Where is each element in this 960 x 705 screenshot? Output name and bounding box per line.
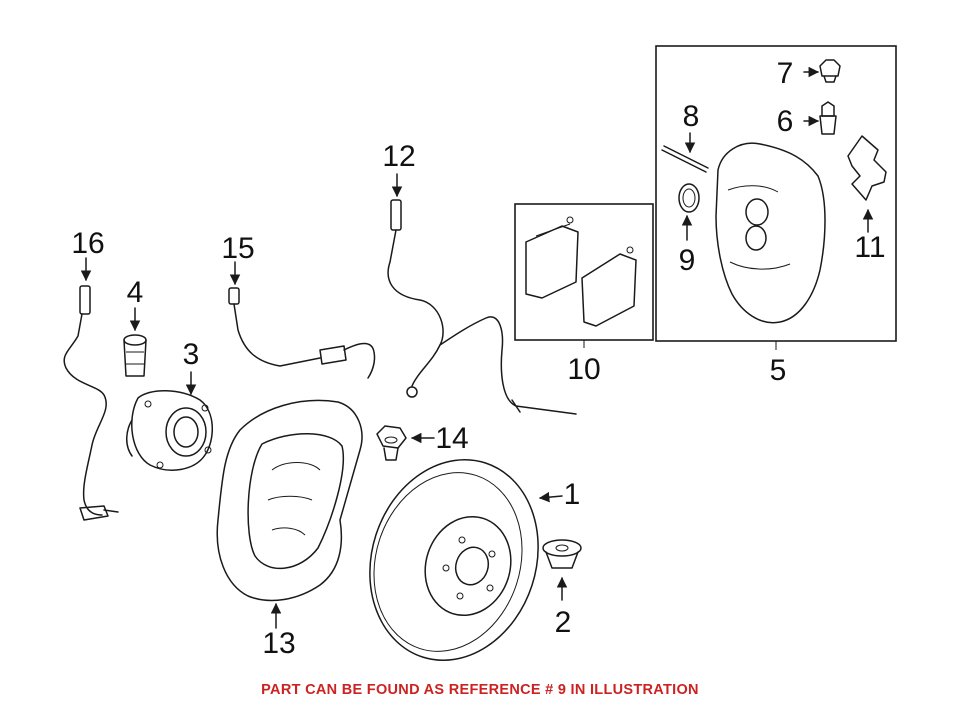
- callout-9: 9: [679, 244, 696, 277]
- brake-rotor-1: [369, 458, 563, 662]
- callout-6: 6: [777, 105, 794, 138]
- callout-11: 11: [854, 231, 885, 264]
- wheel-hub-3: [126, 371, 214, 471]
- callout-4: 4: [127, 276, 144, 309]
- callout-3: 3: [183, 338, 200, 371]
- callout-7: 7: [777, 57, 794, 90]
- callout-1: 1: [564, 478, 581, 511]
- callout-16: 16: [71, 227, 104, 260]
- callout-14: 14: [435, 422, 468, 455]
- callout-12: 12: [382, 140, 415, 173]
- brake-hose-15: [228, 261, 376, 379]
- callout-2: 2: [555, 606, 572, 639]
- callout-15: 15: [221, 232, 254, 265]
- wheel-speed-sensor-16: [63, 257, 119, 521]
- brake-pads-10: [514, 203, 654, 348]
- brake-line-12: [387, 173, 577, 415]
- bolt-14: [376, 425, 435, 461]
- callout-10: 10: [567, 353, 600, 386]
- callout-13: 13: [262, 627, 295, 660]
- reference-caption: PART CAN BE FOUND AS REFERENCE # 9 IN IL…: [261, 682, 699, 698]
- cap-2: [542, 539, 582, 601]
- callout-8: 8: [683, 100, 700, 133]
- callout-5: 5: [770, 354, 787, 387]
- caliper-assembly-5: [655, 45, 897, 350]
- bolt-4: [123, 307, 147, 377]
- callout-labels: 1 2 3 4 5 6 7 8 9 10 11 12 13 14 15 16: [71, 57, 885, 660]
- dust-shield-13: [216, 399, 363, 629]
